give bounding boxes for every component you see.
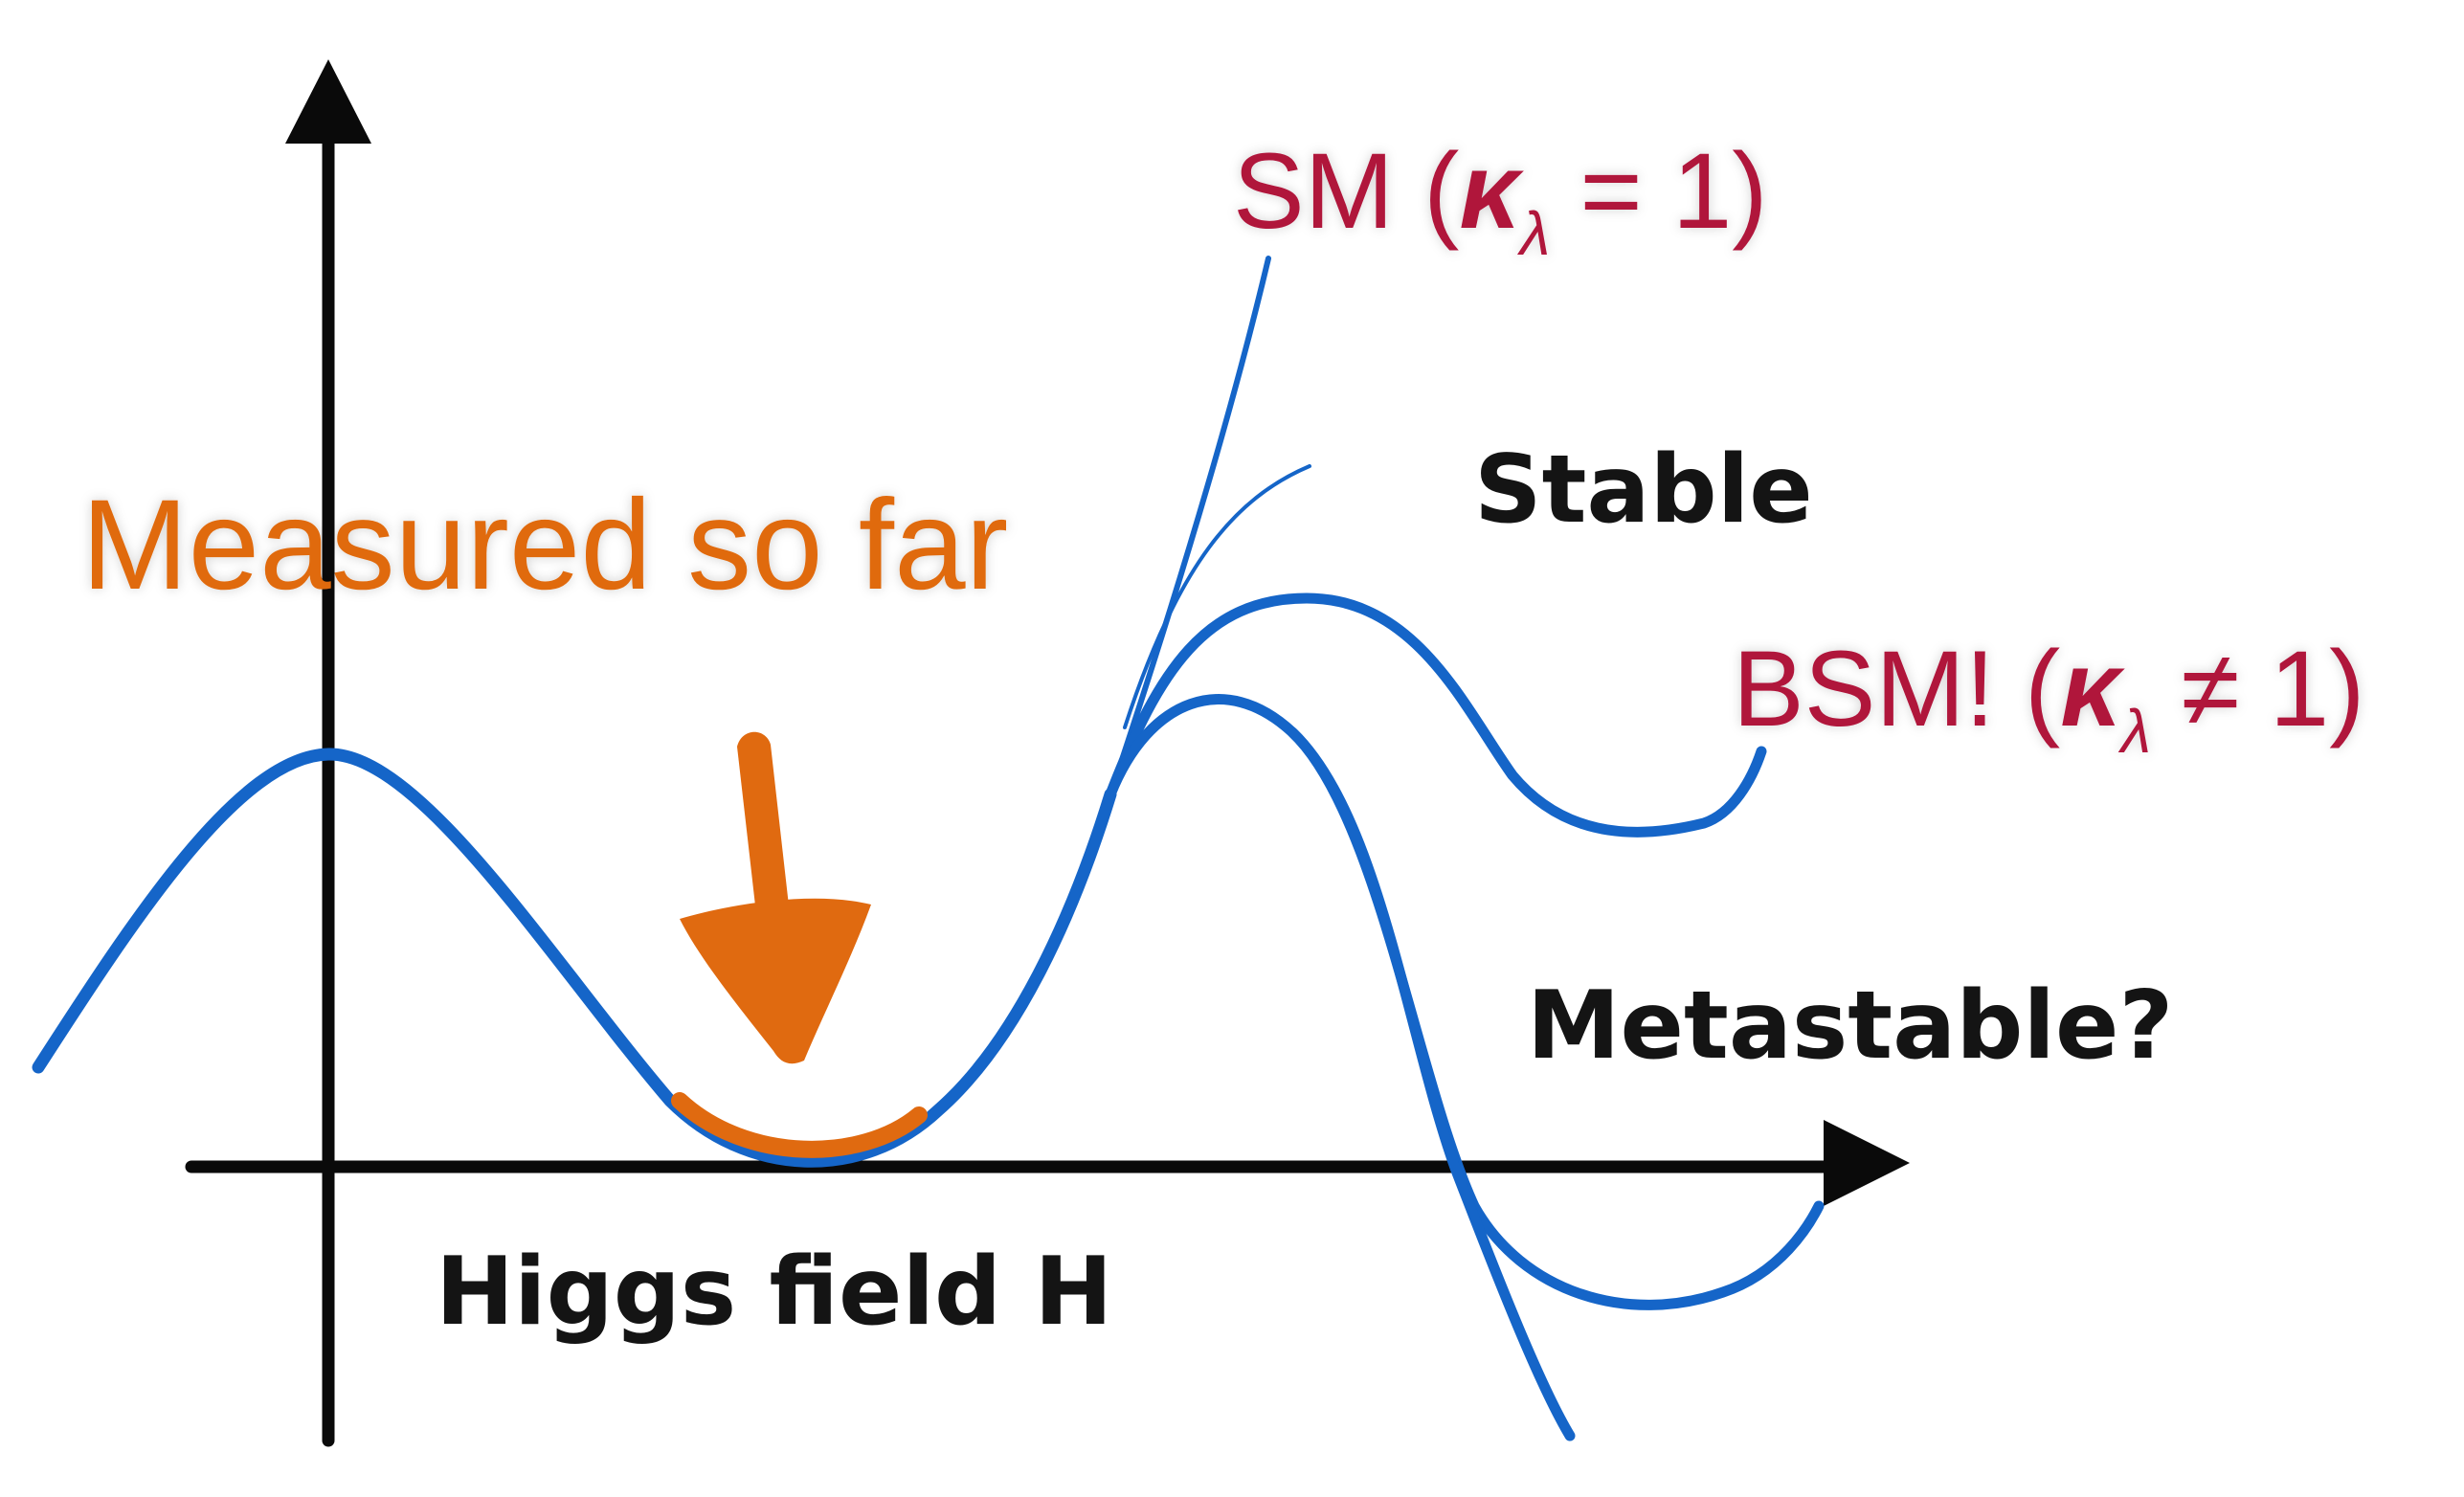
potential-main-curve — [32, 748, 1117, 1168]
bsm-label-suffix: ≠ 1) — [2151, 629, 2364, 748]
sm-label-prefix: SM ( — [1233, 131, 1459, 251]
sm-label-suffix: = 1) — [1550, 131, 1767, 251]
stable-thin-curve — [1123, 464, 1311, 729]
sm-label-kappa: κ — [1459, 131, 1524, 251]
measured-region-highlight — [671, 1092, 928, 1158]
sm-branch-curve — [1108, 256, 1271, 797]
bsm-label-kappa: κ — [2060, 629, 2125, 748]
x-axis-arrowhead — [1824, 1120, 1910, 1206]
potential-curves — [32, 256, 1825, 1441]
x-axis-label: Higgs field H — [436, 1238, 1112, 1347]
bsm-label: BSM! (κλ ≠ 1) — [1733, 629, 2364, 766]
down-arrow-icon — [680, 731, 871, 1064]
bsm-stable-curve — [1105, 592, 1767, 838]
stable-label: Stable — [1474, 436, 1813, 545]
bsm-label-subscript: λ — [2118, 697, 2152, 766]
sm-label-subscript: λ — [1517, 199, 1551, 268]
sm-label: SM (κλ = 1) — [1233, 131, 1768, 268]
bsm-label-prefix: BSM! ( — [1733, 629, 2060, 748]
axes — [185, 59, 1910, 1447]
measured-label: Measured so far — [81, 474, 1008, 616]
y-axis-arrowhead — [285, 59, 371, 144]
unstable-curve — [1287, 726, 1576, 1441]
metastable-label: Metastable? — [1527, 972, 2173, 1081]
